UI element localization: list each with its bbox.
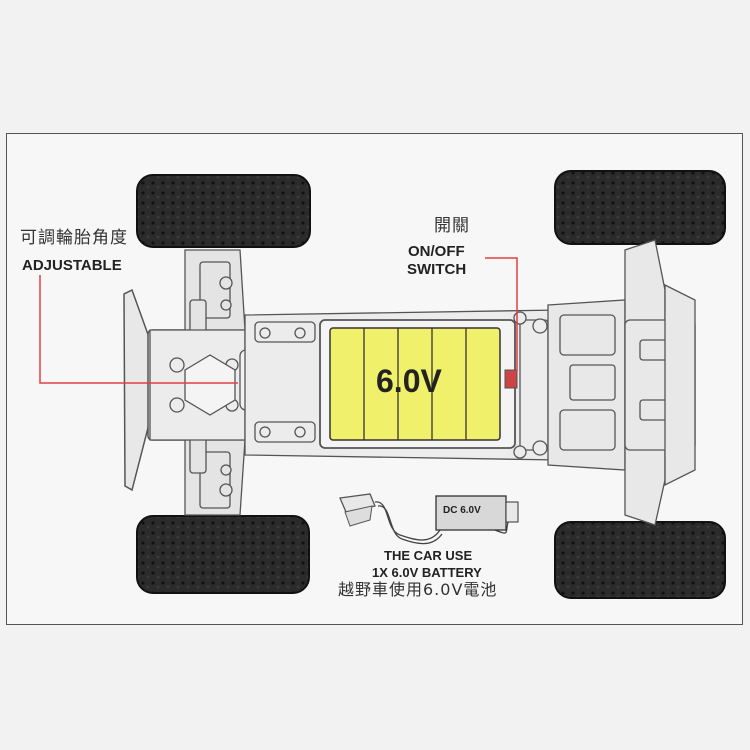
charger-label: DC 6.0V xyxy=(443,505,481,516)
adjustable-label-cn: 可調輪胎角度 xyxy=(20,228,128,248)
battery-voltage-label: 6.0V xyxy=(376,363,442,399)
rear-gearbox xyxy=(547,239,696,526)
battery-pack xyxy=(329,327,501,441)
caption-cn: 越野車使用6.0V電池 xyxy=(338,580,498,599)
switch-label-en-2: SWITCH xyxy=(407,261,467,278)
power-switch xyxy=(504,369,518,389)
caption-en-1: THE CAR USE xyxy=(384,548,473,563)
battery-compartment xyxy=(319,319,518,449)
front-chassis xyxy=(149,329,246,441)
switch-label-en-1: ON/OFF xyxy=(408,243,465,260)
charger xyxy=(339,493,519,545)
tire-rear-left xyxy=(554,170,726,245)
front-suspension xyxy=(184,249,246,516)
adjustable-callout-line xyxy=(39,275,238,384)
tire-front-left xyxy=(136,174,311,248)
adjustable-label-en: ADJUSTABLE xyxy=(22,257,122,274)
charger-box xyxy=(435,495,507,531)
caption-en-2: 1X 6.0V BATTERY xyxy=(372,565,482,580)
switch-label-cn: 開關 xyxy=(434,216,470,236)
tire-front-right xyxy=(136,515,310,594)
callout-lines xyxy=(39,257,518,384)
switch-callout-line xyxy=(485,257,518,372)
tire-rear-right xyxy=(554,521,726,599)
